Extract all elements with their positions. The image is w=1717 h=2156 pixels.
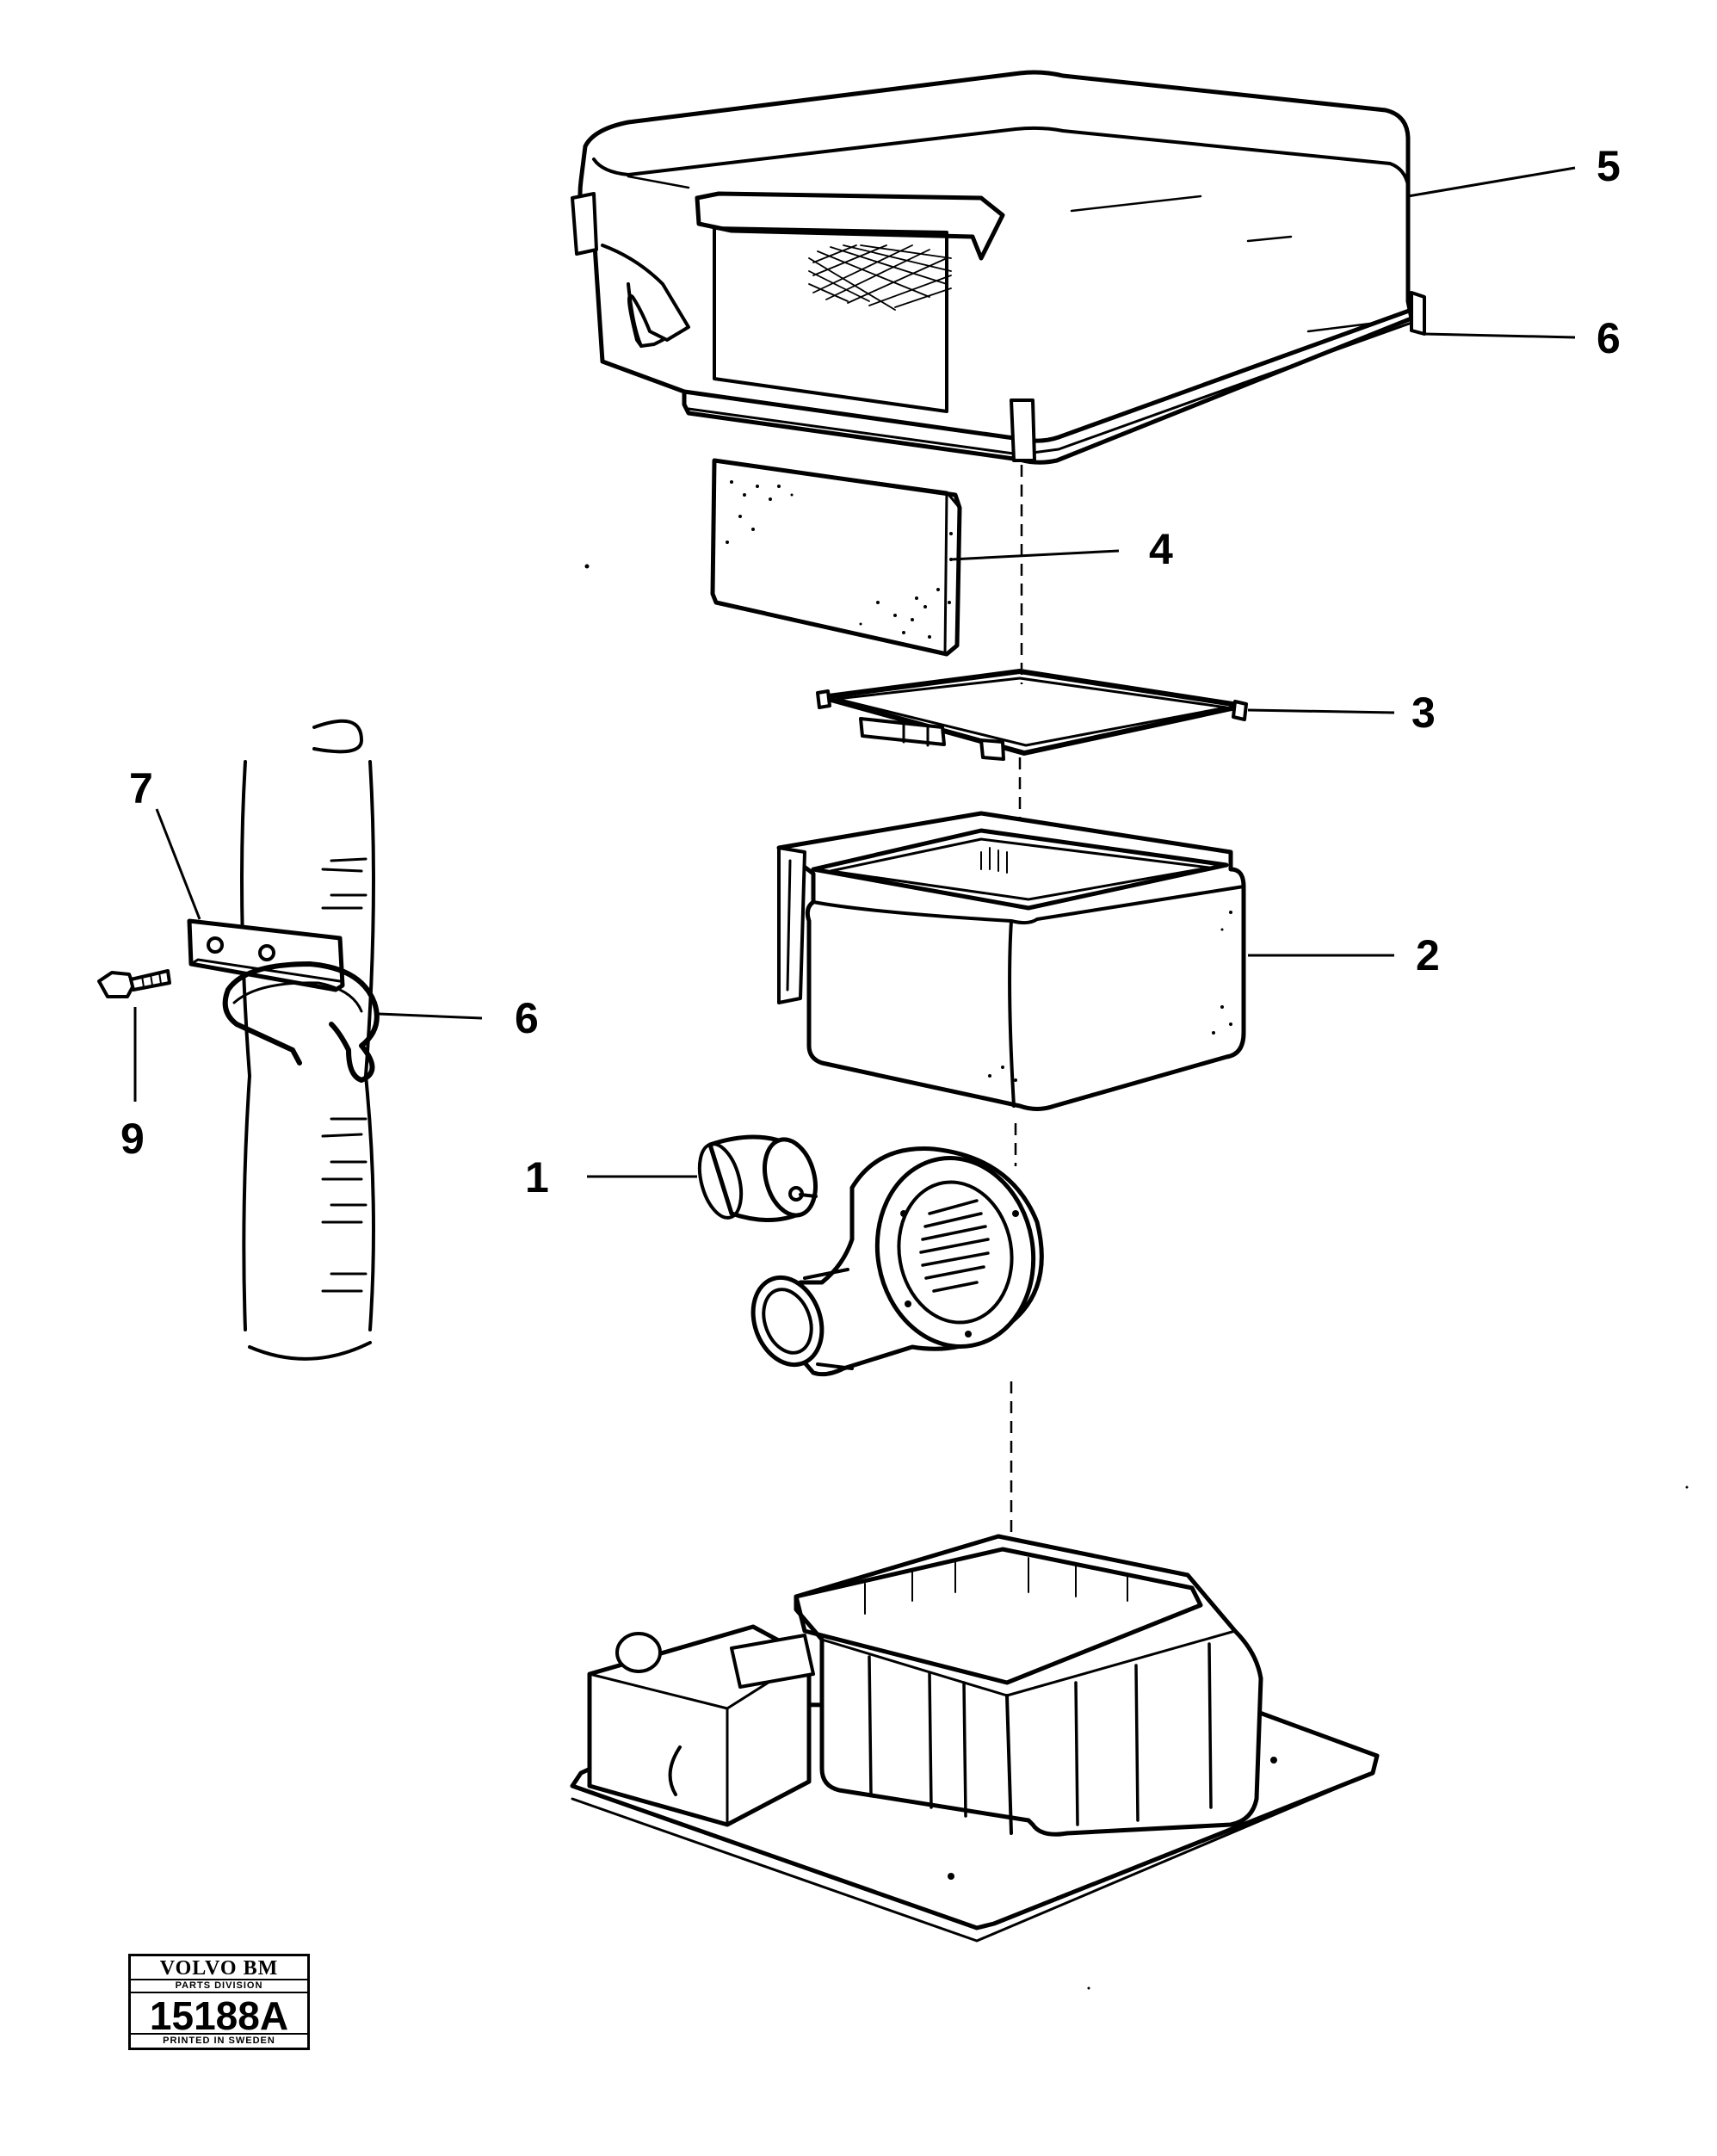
leader-3 — [1247, 708, 1395, 714]
stamp-printed-in: PRINTED IN SWEDEN — [131, 2033, 307, 2048]
bracket-part — [187, 918, 345, 992]
leader-5 — [1407, 166, 1576, 198]
callout-9: 9 — [120, 1115, 145, 1163]
leader-lines — [133, 166, 1576, 1178]
stamp-brand: VOLVO BM — [131, 1956, 307, 1980]
frame-part — [816, 669, 1248, 761]
air-duct-pipe — [240, 719, 375, 1361]
cover-mesh — [808, 244, 952, 311]
callout-7: 7 — [129, 764, 153, 812]
volvo-bm-parts-stamp: VOLVO BM PARTS DIVISION 15188A PRINTED I… — [128, 1954, 310, 2050]
cover-hood-part — [571, 70, 1426, 465]
filter-housing-part — [776, 811, 1246, 1111]
filter-pad-part — [710, 458, 962, 657]
callout-6-clamp: 6 — [515, 994, 539, 1042]
print-specks — [584, 564, 1689, 1990]
blower-fan-blades — [919, 1199, 990, 1293]
callout-5: 5 — [1597, 142, 1621, 190]
stamp-illustration-number: 15188A — [149, 1993, 289, 2038]
leader-6-cover — [1424, 332, 1576, 339]
callout-1: 1 — [525, 1153, 549, 1202]
leader-7 — [155, 808, 201, 920]
blower-housing-part — [750, 1146, 1044, 1377]
clamp-band-part — [222, 961, 380, 1083]
stamp-division: PARTS DIVISION — [131, 1980, 307, 1993]
leader-6-clamp — [378, 1012, 483, 1020]
base-tub-ribs — [868, 1642, 1213, 1826]
base-unit-part — [570, 1534, 1380, 1943]
callout-3: 3 — [1411, 689, 1436, 737]
fan-motor-part — [697, 1134, 818, 1222]
callout-2: 2 — [1416, 931, 1440, 979]
callout-4: 4 — [1149, 525, 1173, 573]
callout-6-cover: 6 — [1597, 314, 1621, 362]
leader-4 — [950, 549, 1120, 561]
bolt-part — [97, 969, 171, 998]
callout-labels: 5 6 4 3 2 1 7 6 9 — [120, 142, 1621, 1202]
